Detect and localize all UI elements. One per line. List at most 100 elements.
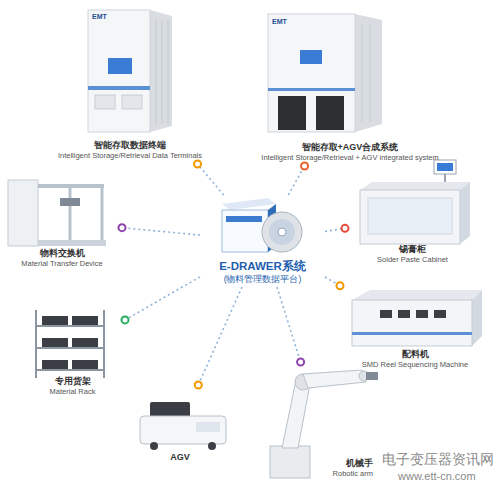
equipment-name: AGV bbox=[170, 452, 190, 463]
equipment-node: 锡膏柜Solder Paste Cabinet bbox=[345, 168, 480, 268]
storage-terminal-picture-part bbox=[162, 20, 163, 124]
material-rack-picture-part bbox=[72, 316, 98, 325]
storage-terminal-picture bbox=[88, 10, 172, 132]
transfer-device-picture-part bbox=[60, 198, 80, 206]
material-rack-picture-part bbox=[35, 310, 37, 378]
connector-dot bbox=[337, 282, 344, 289]
equipment-name: 锡膏柜 bbox=[399, 244, 426, 255]
equipment-node: AGV bbox=[125, 385, 235, 467]
equipment-english-name: Intelligent Storage/Retrieval Data Termi… bbox=[58, 151, 202, 160]
equipment-node: 智能存取数据终端Intelligent Storage/Retrieval Da… bbox=[40, 4, 220, 164]
solder-paste-cabinet-picture-part bbox=[460, 182, 470, 244]
equipment-english-name: Robotic arm bbox=[333, 469, 373, 478]
equipment-node: 专用货架Material Rack bbox=[20, 300, 125, 400]
material-rack-picture-part bbox=[36, 325, 104, 327]
storage-agv-system-picture-part bbox=[362, 24, 363, 122]
equipment-name: 智能存取数据终端 bbox=[94, 140, 166, 151]
connector-dot bbox=[301, 163, 308, 170]
material-rack-picture bbox=[36, 310, 104, 378]
platform-software-icon bbox=[222, 198, 302, 252]
robotic-arm-picture-part bbox=[282, 380, 310, 448]
solder-paste-cabinet-picture-part bbox=[368, 198, 452, 234]
solder-paste-cabinet-picture-part bbox=[434, 160, 456, 174]
robotic-arm-picture-part bbox=[270, 446, 310, 478]
storage-terminal-picture-part bbox=[95, 95, 115, 109]
dotted-connector bbox=[198, 164, 224, 195]
platform-node: E-DRAWER系统(物料管理数据平台) bbox=[200, 195, 325, 287]
platform-title: E-DRAWER系统 bbox=[219, 260, 306, 274]
reel-sequencing-machine-picture-part bbox=[380, 310, 392, 318]
equipment-english-name: Intelligent Storage/Retrieval + AGV inte… bbox=[261, 153, 438, 162]
reel-sequencing-machine-picture-part bbox=[352, 300, 472, 346]
storage-agv-system-picture-part bbox=[370, 24, 371, 122]
reel-sequencing-machine-picture-part bbox=[398, 310, 410, 318]
transfer-device-picture-part bbox=[101, 186, 104, 244]
platform-software-icon-part bbox=[269, 219, 295, 245]
storage-terminal-picture-part bbox=[88, 10, 150, 132]
connector-dot bbox=[194, 161, 201, 168]
dotted-connector bbox=[288, 166, 304, 195]
reel-sequencing-machine-picture-part bbox=[352, 290, 482, 300]
robotic-arm-picture-part bbox=[366, 372, 378, 380]
material-rack-picture-part bbox=[36, 369, 104, 371]
material-rack-picture-part bbox=[72, 338, 98, 347]
equipment-node: 物料交换机Material Transfer Device bbox=[2, 172, 122, 272]
robotic-arm-picture-part bbox=[303, 370, 366, 388]
robotic-arm-picture bbox=[270, 370, 378, 478]
solder-paste-cabinet-picture-part bbox=[437, 163, 453, 171]
storage-agv-system-picture-part bbox=[268, 88, 355, 91]
agv-picture-part bbox=[196, 422, 220, 432]
material-rack-picture-part bbox=[36, 347, 104, 349]
equipment-name: 物料交换机 bbox=[40, 248, 85, 259]
equipment-english-name: SMD Reel Sequencing Machine bbox=[362, 360, 468, 369]
equipment-name: 配料机 bbox=[402, 349, 429, 360]
platform-subtitle: (物料管理数据平台) bbox=[224, 274, 302, 284]
transfer-device-picture bbox=[8, 180, 106, 246]
platform-software-icon-part bbox=[278, 228, 286, 236]
storage-agv-system-picture-part bbox=[268, 14, 355, 132]
connector-dot bbox=[342, 225, 349, 232]
platform-software-icon-part bbox=[222, 198, 276, 210]
storage-terminal-picture-part bbox=[150, 10, 172, 132]
agv-picture-part bbox=[208, 442, 216, 450]
platform-software-icon-part bbox=[262, 212, 302, 252]
transfer-device-picture-part bbox=[69, 186, 72, 244]
solder-paste-cabinet-picture-part bbox=[360, 190, 460, 244]
storage-agv-system-picture bbox=[268, 14, 382, 132]
reel-sequencing-machine-picture bbox=[352, 290, 482, 346]
equipment-english-name: Material Transfer Device bbox=[21, 259, 102, 268]
storage-agv-system-picture-part bbox=[278, 96, 306, 130]
equipment-english-name: Material Rack bbox=[50, 387, 96, 396]
connector-dot bbox=[119, 224, 126, 231]
reel-sequencing-machine-picture-part bbox=[352, 332, 472, 335]
dotted-connector bbox=[125, 277, 200, 320]
storage-agv-system-picture-part bbox=[355, 14, 382, 132]
equipment-node: 配料机SMD Reel Sequencing Machine bbox=[340, 285, 490, 373]
connector-dot bbox=[297, 359, 304, 366]
watermark: 电子变压器资讯网 bbox=[382, 452, 494, 467]
storage-terminal-picture-part bbox=[122, 95, 142, 109]
equipment-name: 专用货架 bbox=[55, 376, 91, 387]
storage-agv-system-picture-part bbox=[300, 50, 322, 64]
reel-sequencing-machine-picture-part bbox=[434, 310, 446, 318]
brand-logo-text: EMT bbox=[92, 13, 107, 21]
agv-picture-part bbox=[150, 442, 158, 450]
brand-logo-text: EMT bbox=[272, 18, 287, 26]
solder-paste-cabinet-picture bbox=[360, 160, 470, 244]
reel-sequencing-machine-picture-part bbox=[416, 310, 428, 318]
equipment-node: 机械手Robotic arm bbox=[262, 362, 377, 482]
material-rack-picture-part bbox=[103, 310, 105, 378]
material-rack-picture-part bbox=[42, 360, 68, 369]
storage-terminal-picture-part bbox=[108, 58, 132, 74]
material-rack-picture-part bbox=[72, 360, 98, 369]
dotted-connector bbox=[122, 228, 200, 235]
connector-dot bbox=[195, 382, 202, 389]
storage-terminal-picture-part bbox=[168, 20, 169, 124]
equipment-node: 智能存取+AGV合成系统Intelligent Storage/Retrieva… bbox=[245, 4, 455, 166]
agv-picture-part bbox=[140, 416, 226, 444]
equipment-english-name: Solder Paste Cabinet bbox=[377, 255, 448, 264]
transfer-device-picture-part bbox=[8, 180, 38, 246]
material-rack-picture-part bbox=[42, 316, 68, 325]
storage-agv-system-picture-part bbox=[316, 96, 344, 130]
